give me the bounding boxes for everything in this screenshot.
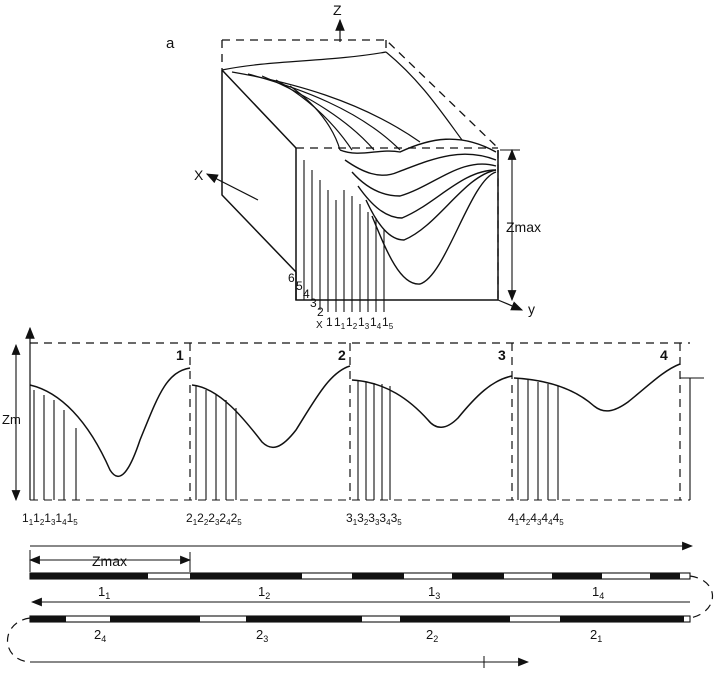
front-sub-label: 12 — [346, 315, 358, 331]
profile-4: 4 4142434445 — [508, 343, 704, 527]
profile-number: 2 — [338, 347, 346, 363]
left-loop — [6, 617, 31, 663]
strip-zmax-label: Zmax — [92, 553, 127, 569]
profile-2: 2 2122232425 — [186, 343, 351, 527]
profile-number: 3 — [498, 347, 506, 363]
top-label-1: 11 — [98, 584, 110, 601]
tape-strip: Zmax 11 12 13 14 24 23 22 2 — [6, 541, 714, 668]
x-axis — [205, 173, 259, 201]
zmax-label: Zmax — [506, 219, 541, 235]
layer-label-1: 1 — [326, 315, 333, 329]
layer-label-2: 2 — [317, 305, 324, 319]
top-label-2: 12 — [258, 584, 270, 601]
z-axis-label: Z — [333, 2, 342, 18]
profile-ticks: 4142434445 — [508, 511, 564, 527]
profiles-row: Zm 1 1112131415 — [2, 326, 704, 527]
front-face-outline — [295, 148, 499, 301]
zm-label: Zm — [2, 412, 21, 427]
top-label-3: 13 — [428, 584, 440, 601]
left-face — [221, 69, 297, 300]
profile-curve — [29, 367, 191, 477]
profile-curve — [513, 363, 681, 412]
front-hatch — [303, 160, 385, 312]
small-x-label: X — [316, 320, 323, 331]
layer-label-6: 6 — [288, 271, 295, 285]
front-sub-labels: 11 12 13 14 15 — [334, 315, 394, 331]
profile-ticks: 3132333435 — [346, 511, 402, 527]
right-loop — [689, 575, 714, 619]
panel-label: a — [166, 35, 175, 52]
top-band-segments — [30, 573, 680, 579]
front-sub-label: 11 — [334, 315, 346, 331]
layer-label-4: 4 — [303, 287, 310, 301]
bottom-band-segments — [30, 616, 684, 622]
profile-3: 3 3132333435 — [346, 343, 513, 527]
profile-curve — [351, 375, 513, 428]
profile-ticks: 1112131415 — [22, 511, 78, 527]
profile-1: 1 1112131415 — [22, 343, 191, 527]
front-sub-label: 14 — [370, 315, 382, 331]
layer-label-5: 5 — [296, 279, 303, 293]
y-axis — [497, 299, 524, 311]
profile-number: 1 — [176, 347, 184, 363]
layer-label-3: 3 — [310, 296, 317, 310]
front-sub-label: 15 — [382, 315, 394, 331]
x-axis-label: X — [194, 167, 204, 183]
profile-number: 4 — [660, 347, 668, 363]
front-sub-label: 13 — [358, 315, 370, 331]
strata-lines — [221, 51, 463, 151]
valley-curves — [339, 138, 497, 285]
bottom-label-1: 24 — [94, 627, 106, 644]
block-3d: a Z — [166, 2, 541, 331]
profile-curve — [191, 365, 351, 449]
y-axis-label: y — [528, 301, 535, 317]
top-label-4: 14 — [592, 584, 604, 601]
bottom-label-3: 22 — [426, 627, 438, 644]
bottom-label-2: 23 — [256, 627, 268, 644]
profile-ticks: 2122232425 — [186, 511, 242, 527]
bottom-label-4: 21 — [590, 627, 602, 644]
